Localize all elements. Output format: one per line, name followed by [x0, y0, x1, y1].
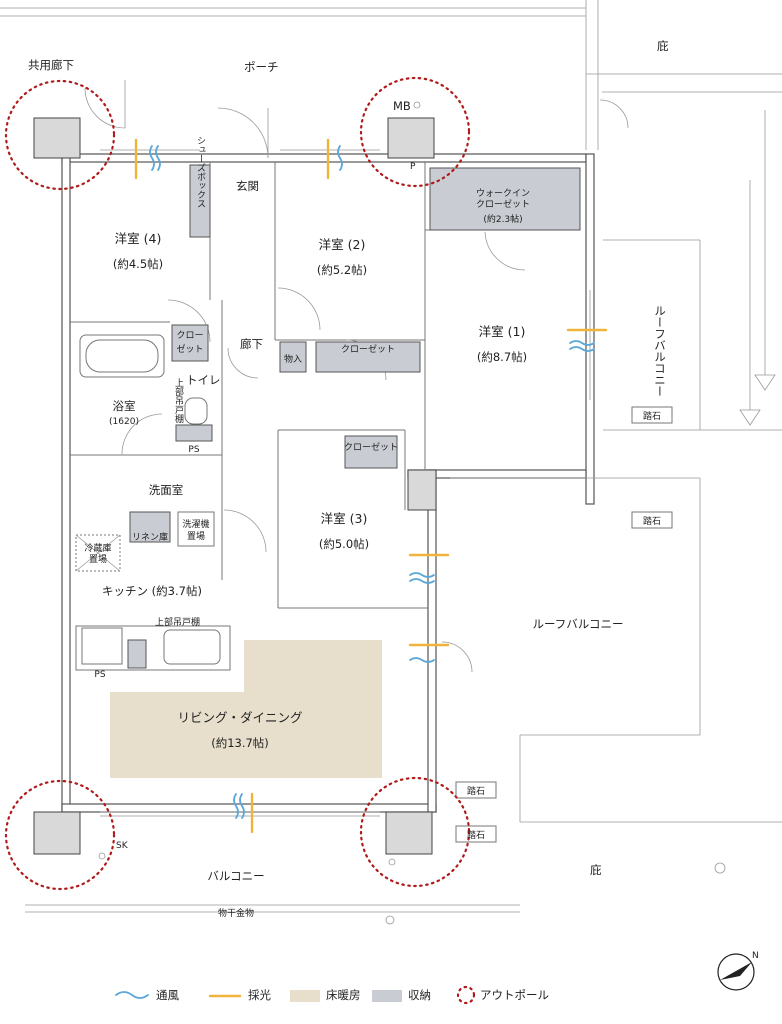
room4-area: (約4.5帖) — [113, 257, 163, 271]
light-marks — [134, 138, 608, 834]
washer-label: 洗濯機置場 — [182, 518, 209, 542]
north-arrow-icon — [717, 953, 755, 991]
stepping-stone-1: 踏石 — [643, 410, 661, 422]
legend-label-sun: 採光 — [248, 988, 271, 1002]
closet-small-label: クローゼット — [176, 330, 203, 355]
room1-area: (約8.7帖) — [477, 350, 527, 364]
walk-in-closet-area: (約2.3帖) — [483, 213, 522, 225]
drying-hardware-label: 物干金物 — [218, 907, 254, 919]
bath-size: (1620) — [109, 417, 139, 427]
upper-cabinet-vertical-label: 上部吊戸棚 — [173, 378, 184, 424]
linen-label: リネン庫 — [132, 531, 168, 543]
porch-label: ポーチ — [244, 60, 279, 74]
upper-cabinet-label: 上部吊戸棚 — [155, 616, 200, 628]
outpole-marker-bottom-left — [4, 779, 116, 891]
hallway-label: 廊下 — [240, 337, 263, 351]
ventilation-marks — [149, 145, 595, 819]
toilet-label: トイレ — [186, 373, 221, 387]
living-dining-label: リビング・ダイニング — [177, 710, 302, 725]
bath-label: 浴室 — [113, 399, 136, 413]
legend-label-wind: 通風 — [156, 988, 179, 1002]
north-label: N — [752, 951, 759, 961]
room4-label: 洋室 (4) — [115, 231, 162, 246]
legend-label-storage: 収納 — [408, 988, 431, 1002]
ps-label-2: PS — [94, 670, 105, 680]
entrance-label: 玄関 — [236, 179, 259, 193]
shoes-box — [189, 164, 211, 238]
kitchen-label: キッチン (約3.7帖) — [102, 584, 202, 598]
living-dining-area: (約13.7帖) — [211, 736, 269, 750]
outpole-marker-top-left — [4, 79, 116, 191]
eaves-top-label: 庇 — [657, 39, 669, 53]
room1-label: 洋室 (1) — [479, 324, 526, 339]
common-corridor-label: 共用廊下 — [28, 58, 74, 72]
wash-room-label: 洗面室 — [149, 483, 184, 497]
sk-label: SK — [116, 841, 129, 851]
storage-label: 物入 — [284, 353, 302, 365]
closet-label: クローゼット — [341, 343, 395, 355]
p-label: P — [410, 162, 416, 172]
legend-floor-swatch — [290, 990, 320, 1002]
stepping-stone-2: 踏石 — [643, 515, 661, 527]
room3-area: (約5.0帖) — [319, 537, 369, 551]
roof-balcony-label: ルーフバルコニー — [532, 617, 623, 631]
room2-label: 洋室 (2) — [319, 237, 366, 252]
roof-balcony-vertical-label: ルーフバルコニー — [653, 305, 667, 397]
legend-label-floor: 床暖房 — [326, 988, 361, 1002]
shoes-box-label: シューズボックス — [195, 136, 206, 208]
room3-label: 洋室 (3) — [321, 511, 368, 526]
stepping-stone-3: 踏石 — [467, 785, 485, 797]
eaves-bottom-label: 庇 — [590, 863, 602, 877]
stepping-stone-4: 踏石 — [467, 829, 485, 841]
ps-label-1: PS — [188, 445, 199, 455]
closet3-label: クローゼット — [344, 441, 398, 453]
legend-storage-swatch — [372, 990, 402, 1002]
legend-pole-swatch — [456, 985, 476, 1005]
outpole-marker-top-right — [359, 76, 471, 188]
outpole-marker-bottom-right — [359, 776, 471, 888]
walk-in-closet — [429, 167, 581, 231]
walk-in-closet-label: ウォークインクローゼット — [476, 188, 530, 210]
balcony-label: バルコニー — [207, 869, 264, 883]
legend: 通風 採光 床暖房 収納 アウトポール — [115, 985, 549, 1005]
room2-area: (約5.2帖) — [317, 263, 367, 277]
legend-label-pole: アウトポール — [480, 988, 549, 1002]
mb-label: MB — [393, 99, 411, 113]
fridge-label: 冷蔵庫置場 — [84, 542, 111, 565]
